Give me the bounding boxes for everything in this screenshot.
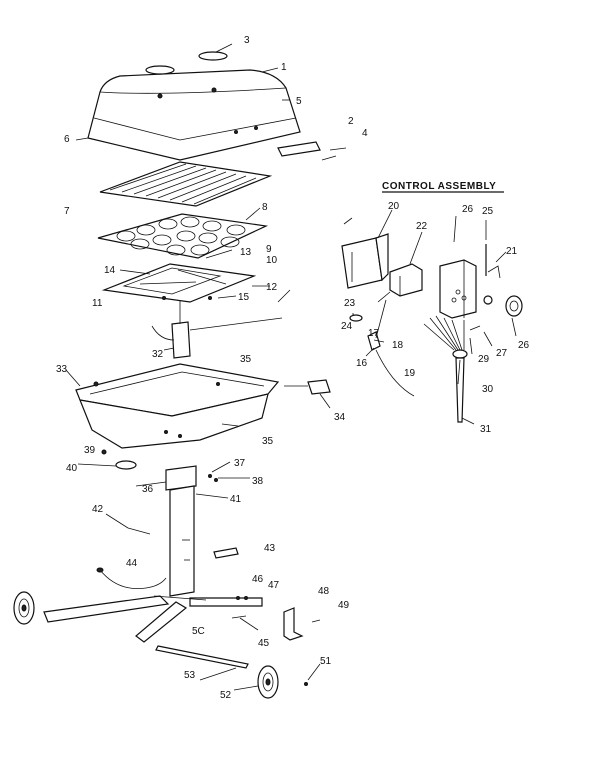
wheel-left [13,591,35,625]
part-label-p35a: 35 [240,354,252,365]
part-label-p43: 43 [264,543,276,554]
grill-lid [87,51,301,161]
dowel-43 [213,547,239,559]
control-part-22 [389,263,423,297]
control-part-20 [341,233,389,289]
part-label-p21: 21 [506,246,518,257]
part-label-p17: 17 [368,328,380,339]
part-label-p5: 5 [296,96,302,107]
burner-assembly [101,263,257,303]
part-label-p35b: 35 [262,436,274,447]
part-label-p16: 16 [356,358,368,369]
vent-cap-right [198,51,228,61]
part-label-p24: 24 [341,321,353,332]
part-label-p1: 1 [281,62,287,73]
part-label-p27: 27 [496,348,508,359]
part-label-p53: 53 [184,670,196,681]
part-label-p20: 20 [388,201,400,212]
firebox-bottom [75,363,280,449]
part-label-p40: 40 [66,463,78,474]
part-label-p46: 46 [252,574,264,585]
part-label-p34: 34 [334,412,346,423]
part-label-p10: 10 [266,255,278,266]
gas-hose [96,527,167,589]
part-label-p42: 42 [92,504,104,515]
part-label-p29: 29 [478,354,490,365]
support-post [165,465,218,597]
part-label-p15: 15 [238,292,250,303]
electrode-assembly [349,299,415,397]
part-label-p8: 8 [262,202,268,213]
part-label-p3: 3 [244,35,250,46]
part-label-p26b: 26 [518,340,530,351]
part-label-p14: 14 [104,265,116,276]
part-label-p18: 18 [392,340,404,351]
lid-handle [277,141,347,161]
venturi-tube [151,300,283,359]
control-valve-26 [439,244,501,319]
part-label-p33: 33 [56,364,68,375]
part-label-p32: 32 [152,349,164,360]
leader-lines [65,43,517,691]
part-label-p48: 48 [318,586,330,597]
part-label-p19: 19 [404,368,416,379]
lava-rocks [97,213,269,259]
part-label-p6: 6 [64,134,70,145]
part-label-p37: 37 [234,458,246,469]
hardware-39-40 [101,449,137,470]
part-label-p49: 49 [338,600,350,611]
part-label-p47: 47 [268,580,280,591]
axle-53 [155,645,249,669]
wheel-52 [257,665,279,699]
part-label-p23: 23 [344,298,356,309]
part-label-p7: 7 [64,206,70,217]
part-label-p25: 25 [482,206,494,217]
part-label-p45: 45 [258,638,270,649]
part-label-p11: 11 [92,298,103,309]
base-frame [43,595,263,643]
vent-cap-left [145,65,175,75]
part-label-p26a: 26 [462,204,474,215]
part-label-p9: 9 [266,244,272,255]
control-assembly-title: CONTROL ASSEMBLY [382,181,496,192]
part-label-p39: 39 [84,445,96,456]
part-label-p41: 41 [230,494,242,505]
part-label-p2: 2 [348,116,354,127]
control-knob-28 [505,295,523,317]
part-label-p12: 12 [266,282,278,293]
part-label-p22: 22 [416,221,428,232]
part-label-p52: 52 [220,690,232,701]
part-label-p36: 36 [142,484,154,495]
wire-harness [423,315,481,423]
part-label-p51: 51 [320,656,332,667]
part-label-p44: 44 [126,558,138,569]
part-label-p30: 30 [482,384,494,395]
part-label-p31: 31 [480,424,492,435]
part-label-p50: 5C [192,626,205,637]
hardware-45-51 [231,596,321,686]
part-label-p38: 38 [252,476,264,487]
cooking-grate [99,161,273,207]
control-knob-34 [284,379,331,395]
part-label-p13: 13 [240,247,252,258]
part-label-p4: 4 [362,128,368,139]
